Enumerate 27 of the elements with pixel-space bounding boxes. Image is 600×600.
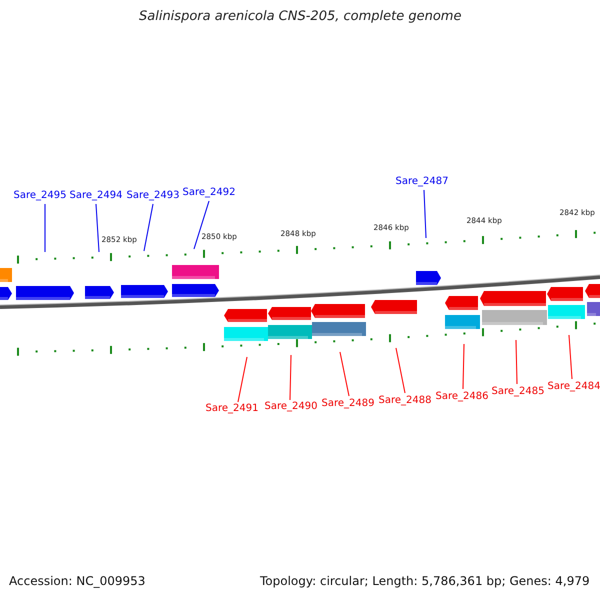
gene-label: Sare_2491: [206, 403, 258, 414]
gene-label: Sare_2484: [548, 381, 600, 392]
leader-line: [568, 334, 572, 380]
gene-label: Sare_2487: [396, 176, 448, 187]
leader-line: [144, 204, 154, 252]
leader-line: [516, 340, 518, 384]
gene-label: Sare_2493: [126, 190, 180, 201]
leader-line: [194, 200, 210, 250]
gene-label: Sare_2490: [264, 401, 318, 412]
gene-label: Sare_2492: [182, 187, 236, 198]
gene-label: Sare_2486: [436, 391, 488, 402]
leader-line: [96, 204, 100, 252]
leader-line: [462, 344, 464, 390]
genome-info-text: Topology: circular; Length: 5,786,361 bp; Genes: 4,979: [260, 575, 590, 588]
gene-label: Sare_2494: [70, 190, 122, 201]
leader-line: [238, 356, 248, 402]
gene-label: Sare_2495: [14, 190, 66, 201]
gene-label: Sare_2489: [322, 398, 374, 409]
gene-label: Sare_2485: [492, 386, 544, 397]
leader-line: [396, 348, 406, 394]
leader-line: [424, 190, 426, 238]
leader-line: [44, 204, 46, 252]
accession-text: Accession: NC_009953: [9, 575, 146, 588]
title: Salinispora arenicola CNS-205, complete genome: [139, 10, 462, 24]
gene-label: Sare_2488: [378, 395, 432, 406]
leader-line: [290, 354, 292, 400]
leader-line: [340, 352, 350, 396]
